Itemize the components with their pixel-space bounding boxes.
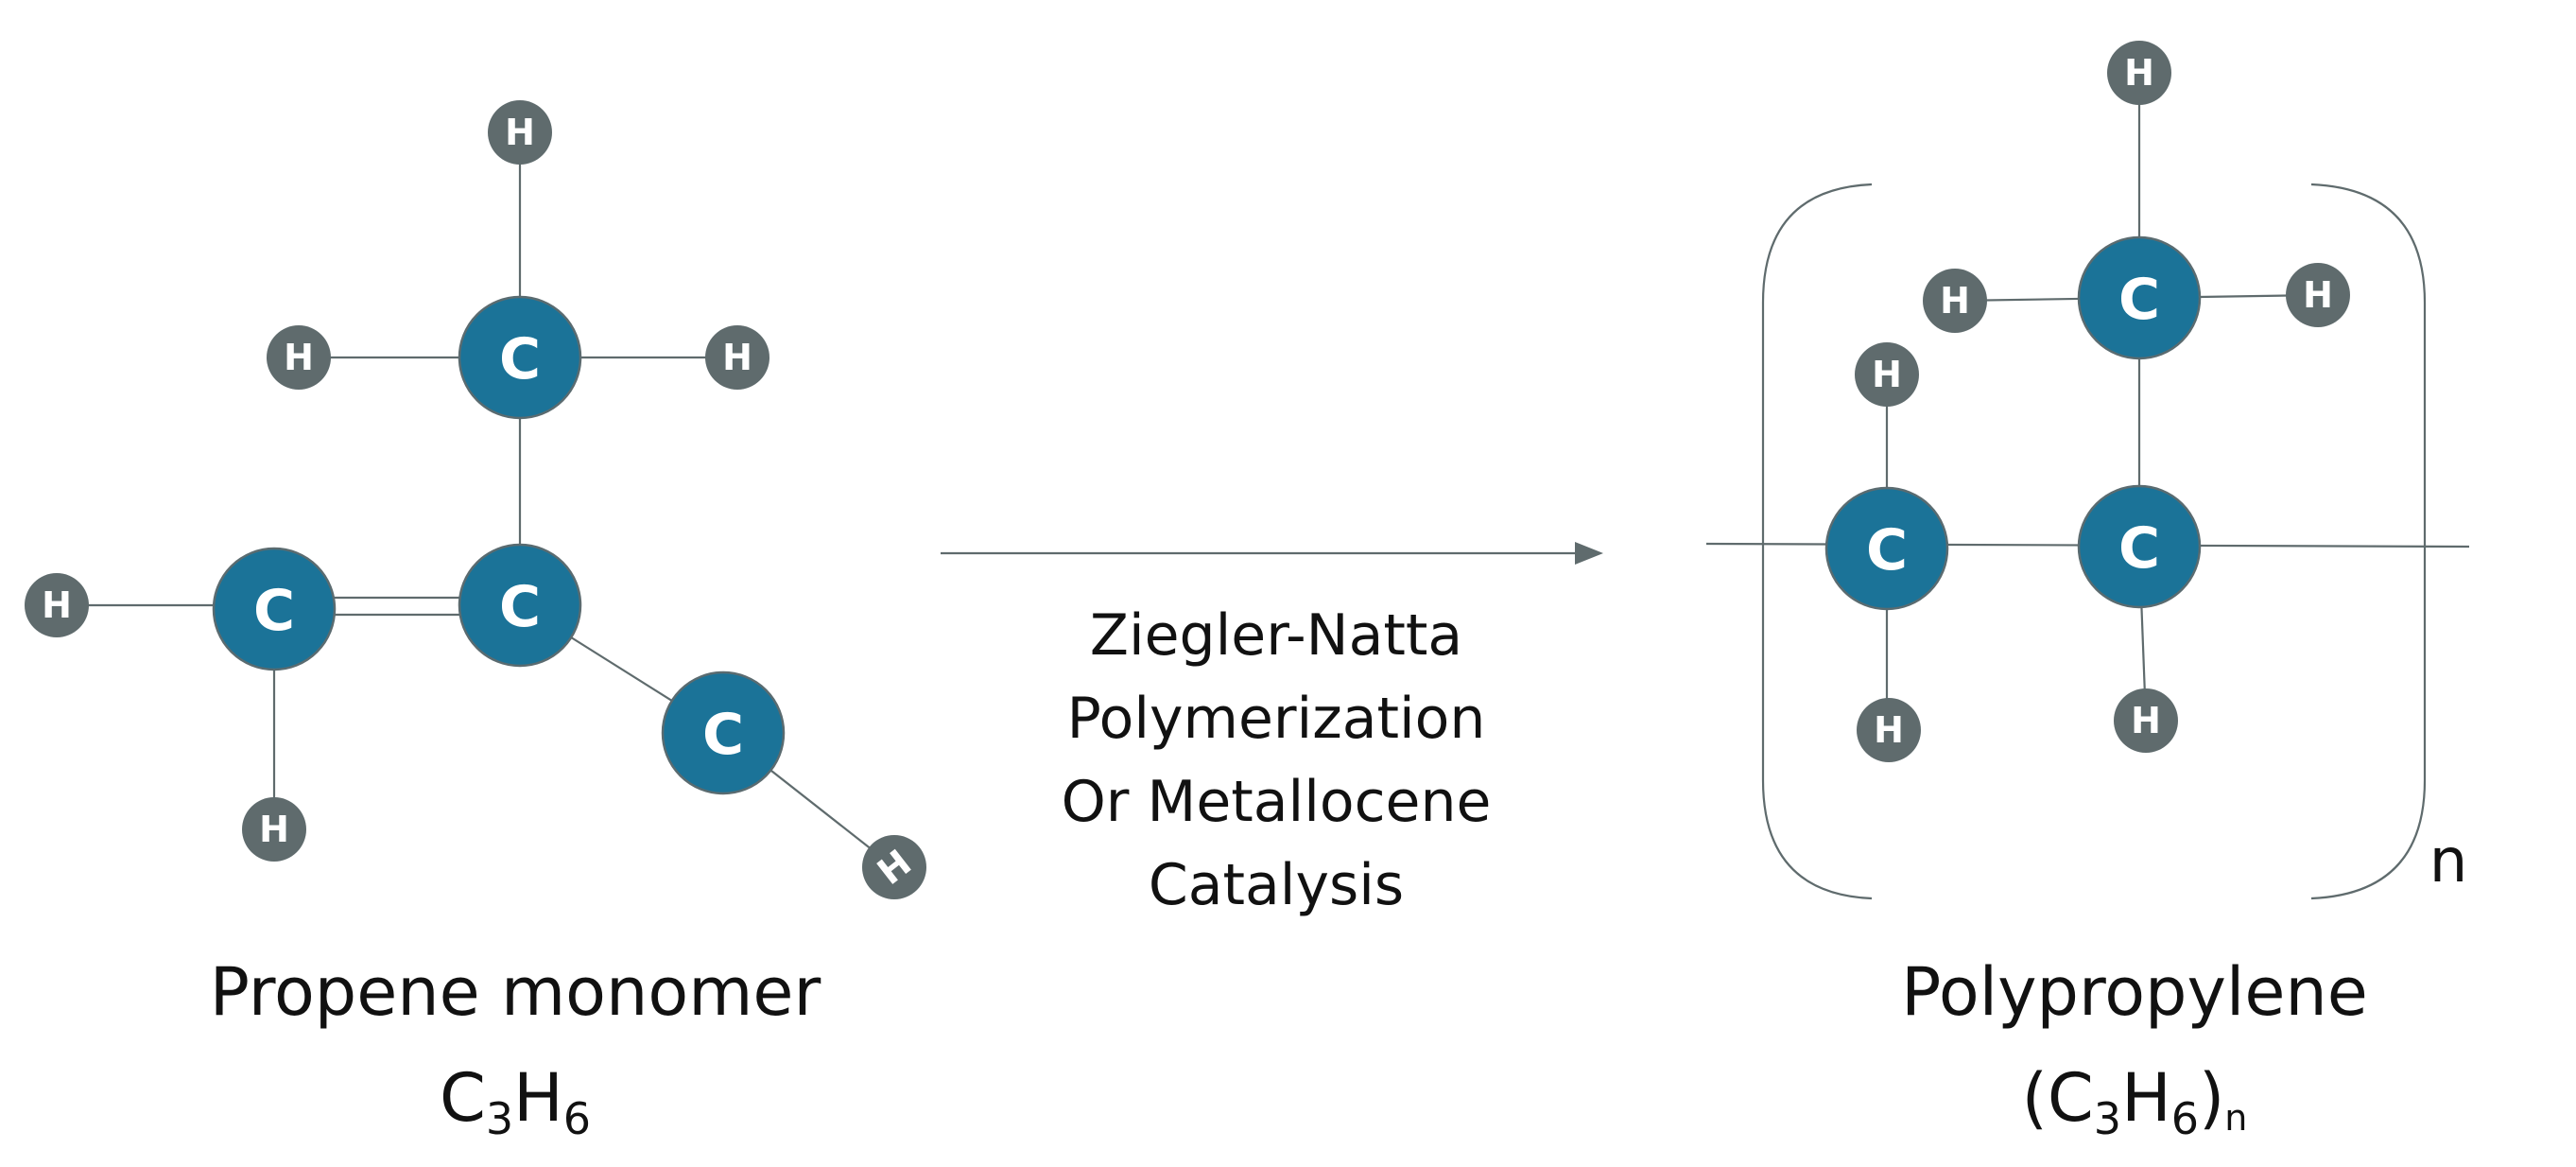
polymer-name: Polypropylene	[1901, 953, 2368, 1031]
atom-symbol: H	[2124, 52, 2154, 94]
atom-symbol: C	[1866, 517, 1908, 584]
atom-symbol: H	[284, 337, 314, 378]
right-bracket	[2310, 183, 2427, 900]
atom-symbol: C	[702, 702, 744, 768]
hydrogen-atom: H	[267, 325, 331, 390]
repeat-index: n	[2429, 827, 2468, 897]
monomer-formula: C3H6	[440, 1059, 591, 1144]
atom-symbol: C	[499, 574, 541, 640]
atom-symbol: H	[2131, 700, 2161, 741]
carbon-atom: C	[458, 295, 582, 420]
hydrogen-atom: H	[2107, 41, 2171, 105]
hydrogen-atom: H	[705, 325, 769, 390]
atom-symbol: H	[1940, 280, 1970, 322]
polypropylene-repeat-unit: H H H H H H C C	[1705, 41, 2470, 900]
atom-symbol: C	[499, 326, 541, 392]
atom-symbol: C	[2118, 267, 2160, 333]
hydrogen-atom: H	[488, 100, 552, 165]
hydrogen-atom: H	[862, 835, 926, 899]
atom-symbol: H	[1874, 709, 1904, 751]
reaction-arrow	[941, 542, 1603, 565]
atom-symbol: C	[253, 578, 295, 644]
atom-symbol: H	[1872, 354, 1902, 395]
atom-symbol: H	[2303, 274, 2333, 316]
atom-symbol: H	[722, 337, 752, 378]
atom-symbol: H	[259, 809, 289, 850]
left-bracket	[1761, 183, 1873, 900]
propene-molecule: H H H H H H C C	[25, 100, 926, 899]
hydrogen-atom: H	[25, 573, 89, 637]
condition-line: Ziegler-Natta	[1090, 602, 1462, 669]
carbon-atom: C	[212, 547, 337, 671]
carbon-atom: C	[1824, 486, 1949, 611]
carbon-atom: C	[661, 671, 786, 795]
polymer-formula: (C3H6)n	[2022, 1059, 2248, 1144]
carbon-atom: C	[2077, 235, 2202, 360]
hydrogen-atom: H	[1855, 342, 1919, 407]
hydrogen-atom: H	[2114, 688, 2178, 753]
hydrogen-atom: H	[1857, 698, 1921, 762]
hydrogen-atom: H	[242, 797, 306, 862]
condition-line: Or Metallocene	[1062, 769, 1492, 835]
condition-line: Catalysis	[1149, 852, 1404, 918]
carbon-atom: C	[2077, 484, 2202, 609]
reaction-conditions: Ziegler-Natta Polymerization Or Metalloc…	[1062, 602, 1492, 918]
monomer-name: Propene monomer	[210, 953, 821, 1031]
hydrogen-atom: H	[2286, 263, 2350, 327]
atom-symbol: H	[42, 584, 72, 626]
atom-symbol: H	[505, 112, 535, 153]
atom-symbol: C	[2118, 515, 2160, 582]
hydrogen-atom: H	[1923, 269, 1987, 333]
condition-line: Polymerization	[1067, 686, 1486, 752]
carbon-atom: C	[458, 543, 582, 668]
arrowhead	[1575, 542, 1603, 565]
